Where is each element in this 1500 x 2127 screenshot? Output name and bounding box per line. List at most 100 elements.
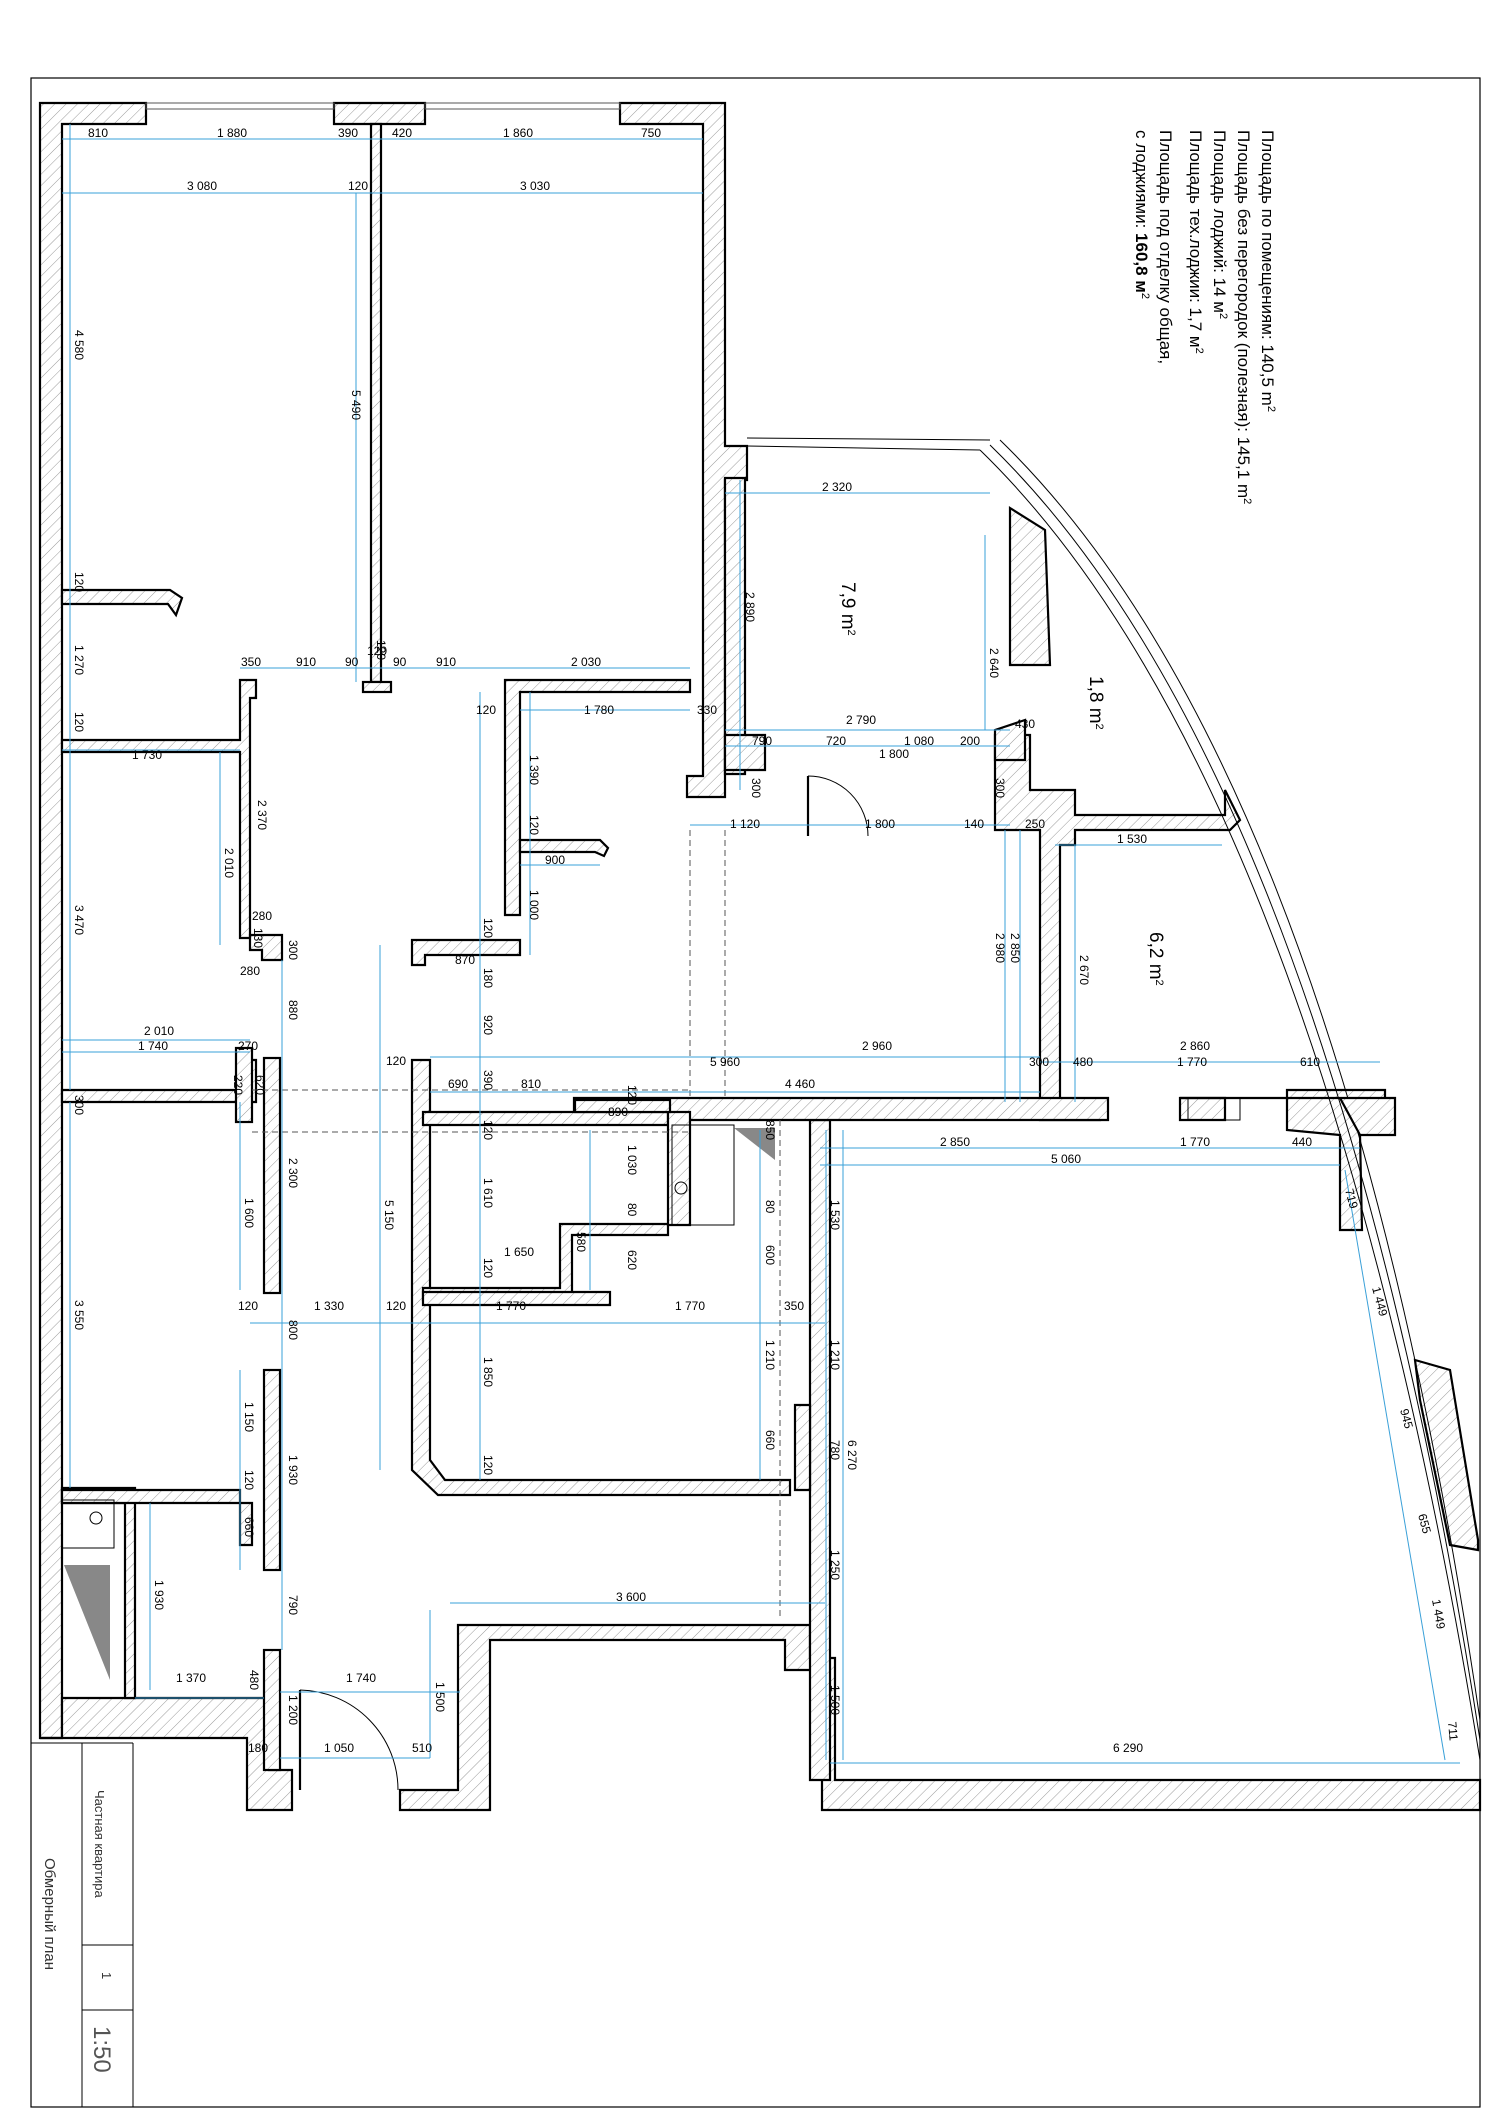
dim-text: 1 449 [1429,1598,1448,1630]
dim-text: 1 370 [176,1671,206,1685]
dim-text: 280 [240,964,260,978]
dim-text: 2 370 [255,800,269,830]
area-tech-loggia-note: Площадь тех.лоджии: 1,7 м [1186,130,1205,348]
dim-text: 910 [436,655,456,669]
dim-text: 480 [247,1670,261,1690]
dim-text: 200 [960,734,980,748]
dim-text: 1 000 [527,890,541,920]
dimension-lines [62,124,1460,1764]
dim-text: 120 [481,1258,495,1278]
dimension-texts: 810 1 880 390 420 1 860 750 3 080 120 3 … [88,126,1320,1755]
dim-text: 120 [527,815,541,835]
dimension-texts-vertical: 4 580 5 490 120 1 270 120 120 2 370 2 01… [72,330,1461,1742]
dim-text: 120 [481,1120,495,1140]
dim-text: 120 [476,703,496,717]
dim-text: 1 770 [675,1299,705,1313]
title-block-project: Частная квартира [92,1790,107,1898]
dim-text: 90 [393,655,407,669]
dim-text: 5 490 [349,390,363,420]
dim-text: 3 550 [72,1300,86,1330]
dim-text: 810 [88,126,108,140]
title-block-sheet-number: 1 [99,1972,114,1979]
area-label-loggia-top: 7,9 m [837,582,858,630]
dim-text: 2 960 [862,1039,892,1053]
dim-text: 1 730 [132,748,162,762]
dim-text: 1 250 [828,1550,842,1580]
dim-text: 2 300 [286,1158,300,1188]
interior-partitions [60,122,1397,1772]
dim-text: 120 [374,640,388,660]
dim-text: 790 [752,734,772,748]
dim-text: 1 930 [286,1455,300,1485]
dim-text: 719 [1342,1187,1361,1210]
dim-text: 1 650 [504,1245,534,1259]
dim-text: 810 [521,1077,541,1091]
dim-text: 1 500 [433,1682,447,1712]
svg-text:1,8 m2: 1,8 m2 [1085,676,1106,730]
dim-text: 350 [784,1299,804,1313]
dim-text: 1 740 [346,1671,376,1685]
title-block-scale: 1:50 [88,2026,115,2073]
dim-text: 1 449 [1369,1285,1390,1318]
dim-text: 2 790 [846,713,876,727]
dim-text: 1 200 [286,1695,300,1725]
dim-text: 120 [242,1470,256,1490]
dim-text: 5 150 [382,1200,396,1230]
dim-text: 6 290 [1113,1741,1143,1755]
dim-text: 711 [1445,1721,1461,1742]
dim-text: 2 010 [144,1024,174,1038]
dim-text: 250 [1025,817,1045,831]
dim-text: 1 050 [324,1741,354,1755]
dim-text: 1 030 [625,1145,639,1175]
dim-text: 120 [386,1299,406,1313]
dim-text: 1 530 [1117,832,1147,846]
dim-text: 780 [828,1440,842,1460]
dim-text: 580 [574,1232,588,1252]
dim-text: 900 [545,853,565,867]
dim-text: 1 780 [584,703,614,717]
dim-text: 130 [251,928,265,948]
dim-text: 1 770 [496,1299,526,1313]
dim-text: 480 [1073,1055,1093,1069]
area-loggias-note: Площадь лоджий: 14 м [1210,130,1229,313]
dim-text: 6 270 [845,1440,859,1470]
dim-text: 2 640 [987,648,1001,678]
dim-text: 350 [241,655,261,669]
area-notes: Площадь по помещениям: 140,5 m2 Площадь … [1132,130,1277,504]
dim-text: 120 [481,1455,495,1475]
dim-text: 1 850 [481,1357,495,1387]
dim-text: 5 960 [710,1055,740,1069]
dim-text: 510 [412,1741,432,1755]
dim-text: 1 860 [503,126,533,140]
dim-text: 180 [481,968,495,988]
area-finishing-note-line2: с лоджиями: [1132,130,1151,233]
room-area-labels: 7,9 m2 1,8 m2 6,2 m2 [837,582,1166,986]
dim-text: 4 460 [785,1077,815,1091]
dim-text: 1 610 [481,1178,495,1208]
dim-text: 1 800 [879,747,909,761]
dim-text: 1 530 [828,1200,842,1230]
dim-text: 1 080 [904,734,934,748]
dim-text: 90 [345,655,359,669]
dim-text: 1 770 [1177,1055,1207,1069]
dim-text: 390 [481,1070,495,1090]
dim-text: 1 390 [527,755,541,785]
dim-text: 4 580 [72,330,86,360]
dim-text: 120 [481,918,495,938]
fixtures [61,775,1241,1791]
dim-text: 880 [286,1000,300,1020]
dim-text: 2 850 [1008,933,1022,963]
dim-text: 5 060 [1051,1152,1081,1166]
area-useful-note: Площадь без перегородок (полезная): 145,… [1234,130,1253,498]
dim-text: 120 [386,1054,406,1068]
dim-text: 430 [1015,717,1035,731]
dim-text: 720 [826,734,846,748]
dim-text: 945 [1397,1407,1416,1430]
dim-text: 300 [993,778,1007,798]
dim-text: 655 [1415,1512,1434,1535]
dim-text: 790 [286,1595,300,1615]
dim-text: 140 [964,817,984,831]
dim-text: 1 880 [217,126,247,140]
dim-text: 870 [455,953,475,967]
